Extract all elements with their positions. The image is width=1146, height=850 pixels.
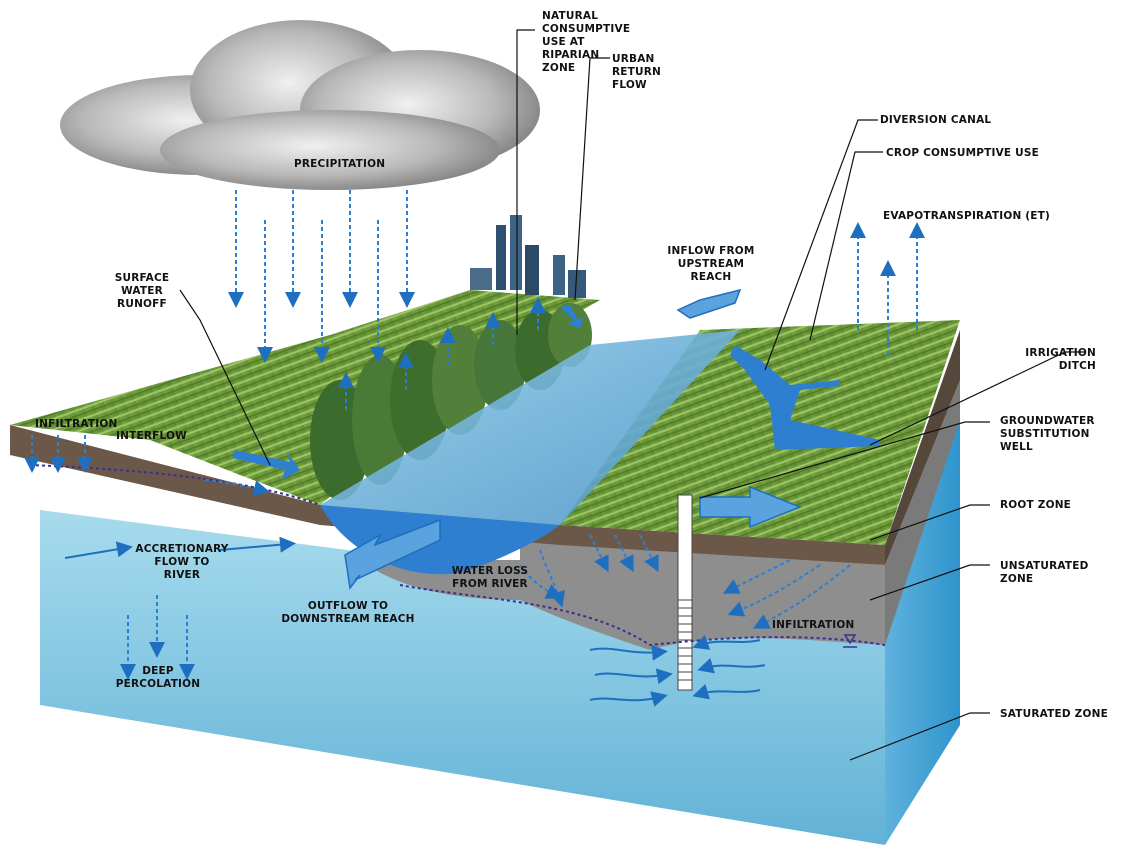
root-zone-soil [10, 330, 960, 565]
infiltration-right-arrows [722, 559, 851, 629]
label-interflow: INTERFLOW [116, 430, 187, 442]
label-natural-consumptive-use: NATURAL CONSUMPTIVE USE AT RIPARIAN ZONE [542, 10, 631, 74]
diversion-canal-shape [730, 345, 880, 450]
precipitation-arrows [228, 190, 415, 363]
label-evapotranspiration: EVAPOTRANSPIRATION (ET) [883, 210, 1051, 222]
label-water-loss: WATER LOSS FROM RIVER [451, 565, 529, 590]
label-infiltration-right: INFILTRATION [772, 619, 855, 631]
riparian-et-arrows [338, 297, 546, 410]
label-surface-water-runoff: SURFACE WATER RUNOFF [114, 272, 170, 310]
deep-percolation-arrows [120, 595, 195, 680]
water-table-lines [29, 464, 886, 647]
label-groundwater-substitution-well: GROUNDWATER SUBSTITUTION WELL [1000, 415, 1095, 453]
well-outflow-arrow [699, 485, 803, 529]
label-deep-percolation: DEEP PERCOLATION [115, 665, 201, 690]
interflow-arrow [204, 479, 270, 496]
city-skyline [470, 215, 586, 298]
well-inflow-arrows [589, 634, 766, 707]
groundwater-well [677, 494, 693, 691]
surface-runoff-arrow [232, 450, 300, 480]
water-table-symbol [843, 634, 857, 648]
leader-lines [179, 29, 1085, 761]
label-unsaturated-zone: UNSATURATED ZONE [1000, 560, 1089, 585]
label-urban-return-flow: URBAN RETURN FLOW [612, 53, 662, 91]
urban-return-arrow [560, 305, 584, 328]
accretionary-arrows [64, 536, 296, 559]
label-outflow-downstream: OUTFLOW TO DOWNSTREAM REACH [281, 600, 415, 625]
outflow-arrow [344, 518, 441, 590]
label-precipitation: PRECIPITATION [294, 158, 386, 170]
inflow-arrow [676, 288, 742, 319]
label-accretionary-flow: ACCRETIONARY FLOW TO RIVER [135, 543, 229, 581]
label-diversion-canal: DIVERSION CANAL [880, 114, 992, 126]
label-infiltration-left: INFILTRATION [35, 418, 118, 430]
water-loss-arrows [519, 534, 659, 608]
et-arrows [850, 222, 925, 355]
label-inflow-upstream: INFLOW FROM UPSTREAM REACH [667, 245, 755, 283]
right-field [560, 320, 960, 545]
unsaturated-zone-block [360, 380, 960, 650]
label-irrigation-ditch: IRRIGATION DITCH [1025, 347, 1096, 372]
label-saturated-zone: SATURATED ZONE [1000, 708, 1108, 720]
riparian-trees [310, 303, 592, 500]
label-crop-consumptive-use: CROP CONSUMPTIVE USE [886, 147, 1040, 159]
storm-cloud [60, 20, 540, 190]
infiltration-left-arrows [24, 435, 93, 473]
label-root-zone: ROOT ZONE [1000, 499, 1072, 511]
